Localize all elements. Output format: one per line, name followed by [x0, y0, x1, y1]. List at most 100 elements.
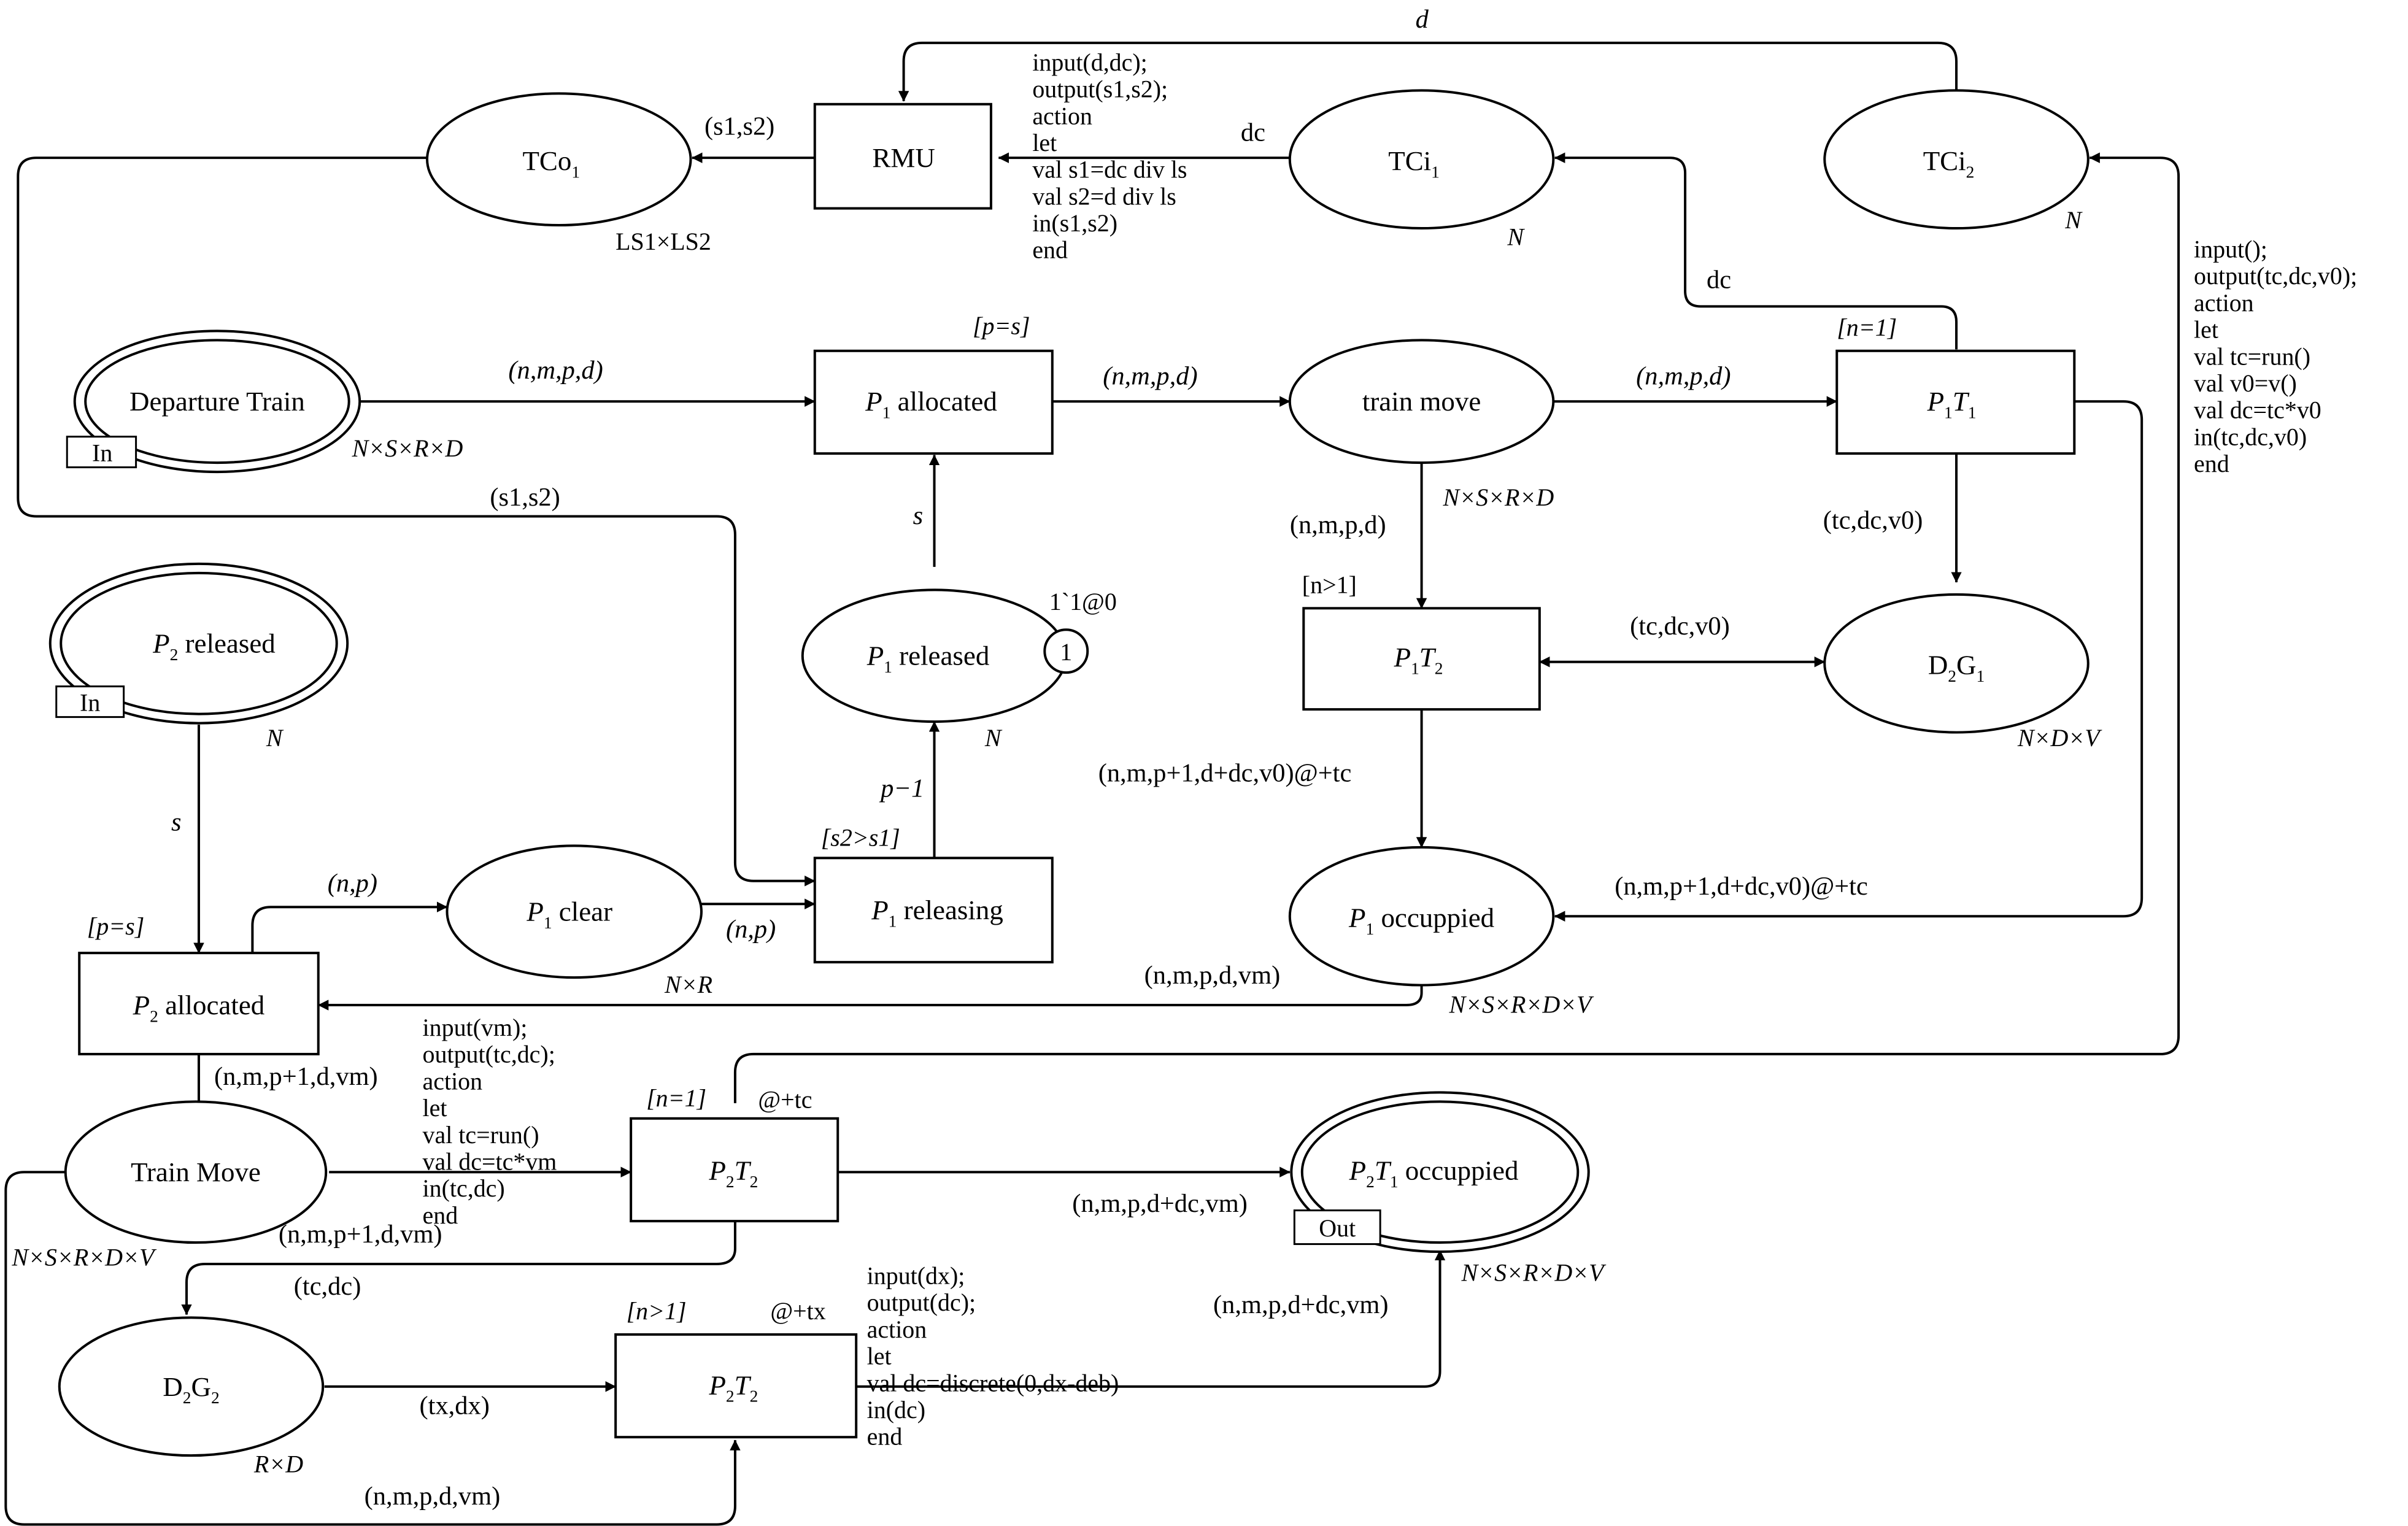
arc-label-nmpdvm-bottom: (n,m,p,d,vm) — [365, 1482, 501, 1511]
transition-p1t1: P1T1 [n=1] — [1835, 314, 2076, 455]
arc-label-nmp1-2: (n,m,p+1,d+dc,v0)@+tc — [1615, 872, 1868, 901]
code-line: end — [423, 1201, 458, 1229]
arcs — [4, 41, 2180, 1526]
arc-label-nmpd-plain: (n,m,p,d) — [1290, 511, 1386, 539]
place-tci1: TCi1 N — [1288, 89, 1555, 251]
arc-p2allocated-p1clear — [251, 901, 448, 954]
token-count: 1 — [1060, 638, 1072, 666]
transitions: RMU P1 allocated [p=s] P1T1 [n=1] P1T2 [… — [78, 102, 2076, 1439]
arc-label-np-2: (n,p) — [726, 915, 776, 944]
arc-label-txdx: (tx,dx) — [420, 1392, 490, 1420]
places: TCo 1 LS1×LS2 TCi1 N TCi2 N Departure Tra… — [11, 89, 2102, 1478]
place-p2-released-label: P — [152, 628, 169, 659]
transition-p2t2-b-label: P — [708, 1370, 725, 1400]
transition-p2t2-b-guard: [n>1] — [627, 1297, 687, 1325]
svg-text:P2 allocated: P2 allocated — [133, 990, 265, 1025]
code-line: input(vm); — [423, 1014, 528, 1041]
transition-p2t2-b-delay: @+tx — [770, 1297, 825, 1325]
arc-label-nmpddcvm-1: (n,m,p,d+dc,vm) — [1072, 1189, 1248, 1218]
transition-p2t2-b: P2T2 [n>1] @+tx — [614, 1297, 858, 1439]
token-circle — [1043, 628, 1089, 674]
code-line: let — [423, 1094, 447, 1122]
code-line: end — [1032, 236, 1068, 264]
code-line: val tc=run() — [2194, 342, 2310, 370]
marking-label: 1`1@0 — [1049, 588, 1117, 615]
place-tco1-type: LS1×LS2 — [616, 228, 711, 255]
arc-label-tcdc: (tc,dc) — [294, 1272, 361, 1301]
transition-p2-allocated-label: P — [133, 990, 150, 1020]
arc-p1t1-p1occupied — [1554, 400, 2144, 922]
place-train-move: train move N×S×R×D — [1288, 339, 1555, 511]
transition-p1-allocated-label: P — [865, 386, 882, 417]
code-line: action — [423, 1067, 483, 1095]
place-p2-released: P2 released In N — [48, 562, 349, 752]
arc-label-nmpd-2: (n,m,p,d) — [1103, 362, 1197, 391]
code-line: val dc=tc*v0 — [2194, 396, 2321, 424]
code-line: val s2=d div ls — [1032, 182, 1176, 210]
code-line: output(dc); — [867, 1289, 976, 1316]
place-tci2: TCi2 N — [1823, 89, 2090, 234]
arc-label-nmpd-1: (n,m,p,d) — [508, 356, 603, 385]
place-p1-released: P1 released 1 1`1@0 N — [801, 588, 1117, 752]
place-train-move-type: N×S×R×D — [1443, 484, 1554, 511]
place-train-move-2-label: Train Move — [131, 1157, 261, 1187]
svg-text:TCi2: TCi2 — [1923, 145, 1975, 181]
arc-label-nmpddcvm-2: (n,m,p,d+dc,vm) — [1213, 1290, 1389, 1319]
arc-p2t2a-d2g2 — [181, 1221, 736, 1316]
svg-text:P1 allocated: P1 allocated — [865, 386, 997, 422]
code-line: output(tc,dc); — [423, 1041, 555, 1068]
arc-p1occupied-p2allocated — [317, 977, 1423, 1011]
arc-trainmove-p2t2b — [4, 1171, 741, 1526]
transition-p2t2-a-guard: [n=1] — [646, 1084, 706, 1112]
place-p1-occupied: P1 occuppied N×S×R×D×V — [1288, 846, 1594, 1019]
transition-p2t2-a-delay: @+tc — [758, 1085, 812, 1113]
svg-text:P2T2: P2T2 — [708, 1370, 758, 1405]
arc-label-tcdcv0-2: (tc,dc,v0) — [1630, 612, 1730, 641]
place-p2t1-occupied-label: P — [1349, 1155, 1366, 1186]
transition-p1-allocated: P1 allocated [p=s] — [813, 312, 1054, 455]
place-d2g1-label: D — [1928, 650, 1948, 680]
code-line: input(dx); — [867, 1262, 965, 1289]
arc-p2t2b-p2t1occupied — [856, 1249, 1446, 1388]
arc-label-p-minus-1: p−1 — [879, 774, 924, 803]
svg-text:P2 released: P2 released — [152, 628, 276, 664]
svg-text:D2G2: D2G2 — [163, 1371, 219, 1407]
place-p1-clear-type: N×R — [664, 971, 712, 998]
transition-p2-allocated: P2 allocated [p=s] — [78, 912, 320, 1055]
place-departure-label: Departure Train — [129, 386, 305, 417]
arc-label-d: d — [1416, 5, 1429, 34]
transition-p2t2-a: P2T2 [n=1] @+tc — [630, 1084, 839, 1223]
svg-text:P2T1 occuppied: P2T1 occuppied — [1349, 1155, 1519, 1191]
place-p1-clear: P1 clear N×R — [446, 844, 712, 998]
transition-p1t1-guard: [n=1] — [1837, 314, 1897, 341]
svg-text:P1 clear: P1 clear — [526, 896, 612, 932]
transition-rmu-label: RMU — [872, 142, 935, 173]
arc-tci2-rmu — [898, 41, 1958, 102]
code-line: end — [867, 1423, 903, 1451]
place-train-move-2: Train Move N×S×R×D×V — [11, 1100, 328, 1271]
transition-rmu: RMU — [813, 102, 992, 210]
code-line: in(tc,dc) — [423, 1174, 505, 1202]
place-train-move-2-type: N×S×R×D×V — [11, 1244, 157, 1271]
place-tci1-label: TCi — [1388, 145, 1431, 176]
transition-p1-releasing-guard: [s2>s1] — [821, 823, 900, 851]
place-p2-released-type: N — [266, 724, 284, 752]
arc-label-np-1: (n,p) — [328, 869, 377, 898]
place-d2g1: D2G1 N×D×V — [1823, 593, 2102, 752]
place-tco1-label: TCo — [522, 145, 571, 176]
arc-label-s1s2-loop: (s1,s2) — [490, 483, 560, 512]
code-line: val tc=run() — [423, 1121, 539, 1149]
svg-text:P1T1: P1T1 — [1927, 386, 1977, 422]
place-p1-released-type: N — [984, 724, 1003, 752]
arc-label-s1s2-top: (s1,s2) — [704, 112, 774, 141]
arc-label-s-up: s — [913, 501, 924, 530]
place-p1-occupied-label: P — [1348, 903, 1365, 933]
transition-p1-releasing-label: P — [871, 895, 888, 925]
code-line: val s1=dc div ls — [1032, 156, 1187, 183]
place-p2t1-occupied-type: N×S×R×D×V — [1461, 1258, 1607, 1286]
code-line: input(d,dc); — [1032, 48, 1147, 76]
